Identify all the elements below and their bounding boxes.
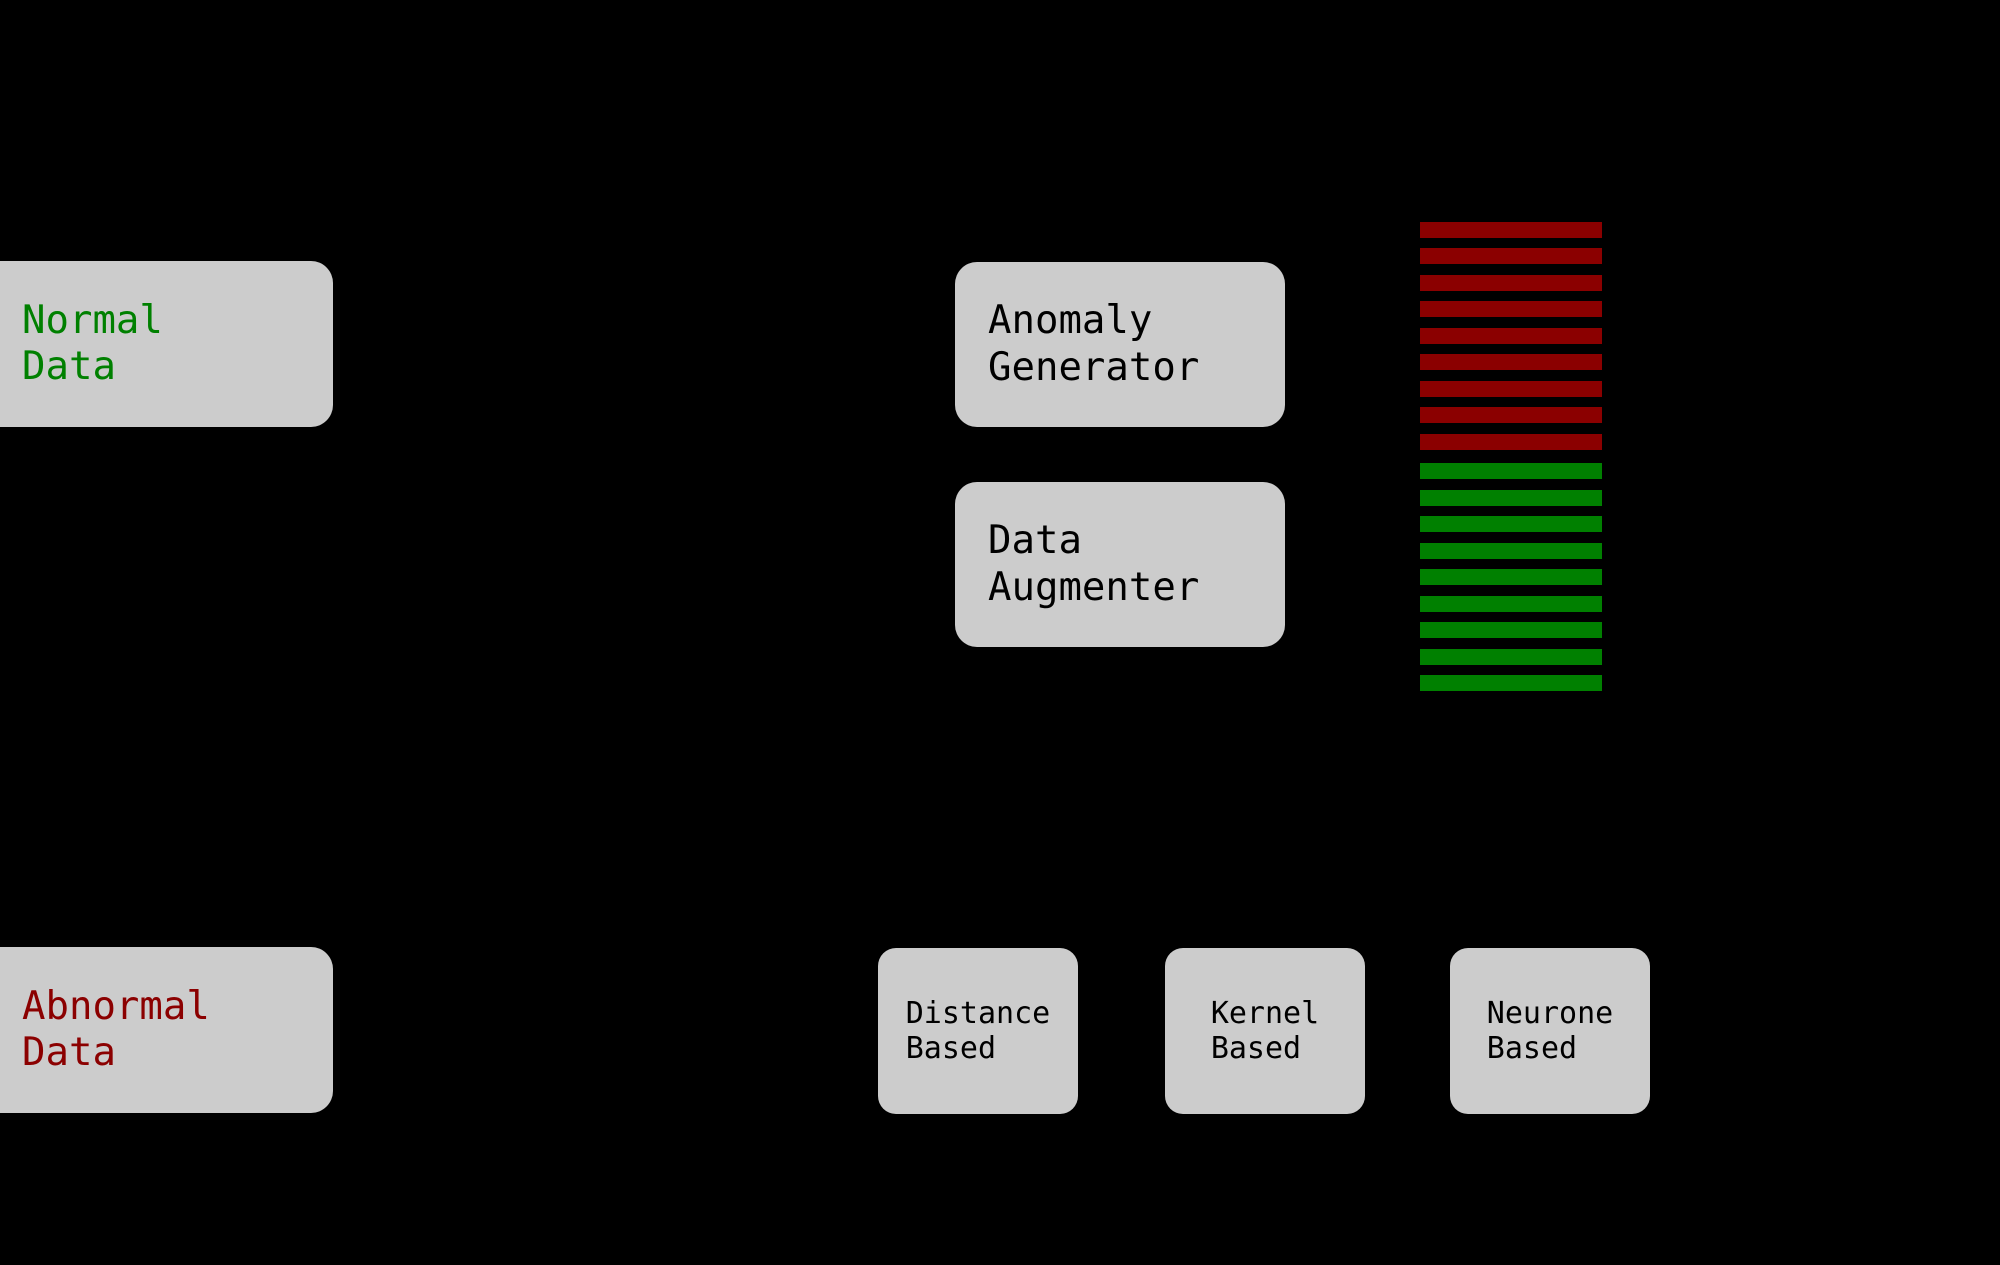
dataset-stripe-abnormal-6 (1420, 354, 1602, 370)
node-abnormal-data[interactable]: Abnormal Data (0, 947, 333, 1113)
node-data-augmenter-line2: Augmenter (988, 564, 1200, 610)
node-normal-data-line2: Data (22, 344, 116, 389)
node-neurone-based-line2: Based (1486, 1031, 1578, 1066)
node-abnormal-data-line1: Abnormal (22, 983, 210, 1029)
node-normal-data-line1: Normal (22, 297, 163, 343)
dataset-stripe-bar (1420, 222, 1602, 691)
dataset-stripe-abnormal-9 (1420, 434, 1602, 450)
dataset-stripe-abnormal-7 (1420, 381, 1602, 397)
node-neurone-based-line1: Neurone (1486, 995, 1614, 1031)
node-anomaly-generator-line2: Generator (988, 344, 1200, 390)
dataset-stripe-normal-2 (1420, 490, 1602, 506)
dataset-stripe-normal-8 (1420, 649, 1602, 665)
dataset-stripe-abnormal-8 (1420, 407, 1602, 423)
node-data-augmenter-line1: Data (988, 518, 1082, 564)
node-distance-based-line2: Based (905, 1031, 997, 1066)
dataset-stripe-abnormal-5 (1420, 328, 1602, 344)
node-kernel-based-line2: Based (1210, 1031, 1302, 1066)
dataset-stripe-normal-5 (1420, 569, 1602, 585)
dataset-stripe-normal-4 (1420, 543, 1602, 559)
dataset-stripe-abnormal-1 (1420, 222, 1602, 238)
node-kernel-based-line1: Kernel (1210, 995, 1320, 1031)
node-normal-data[interactable]: Normal Data (0, 261, 333, 427)
dataset-stripe-normal-7 (1420, 622, 1602, 638)
node-data-augmenter[interactable]: Data Augmenter (955, 482, 1285, 647)
dataset-stripe-normal-9 (1420, 675, 1602, 691)
dataset-stripe-normal-3 (1420, 516, 1602, 532)
dataset-stripe-abnormal-3 (1420, 275, 1602, 291)
node-neurone-based[interactable]: Neurone Based (1450, 948, 1650, 1114)
node-distance-based-line1: Distance (905, 995, 1051, 1031)
node-abnormal-data-line2: Data (22, 1030, 116, 1075)
dataset-stripe-normal-1 (1420, 463, 1602, 479)
node-kernel-based[interactable]: Kernel Based (1165, 948, 1365, 1114)
node-anomaly-generator[interactable]: Anomaly Generator (955, 262, 1285, 427)
node-distance-based[interactable]: Distance Based (878, 948, 1078, 1114)
node-anomaly-generator-line1: Anomaly (988, 298, 1153, 344)
dataset-stripe-abnormal-2 (1420, 248, 1602, 264)
dataset-stripe-abnormal-4 (1420, 301, 1602, 317)
dataset-stripe-normal-6 (1420, 596, 1602, 612)
